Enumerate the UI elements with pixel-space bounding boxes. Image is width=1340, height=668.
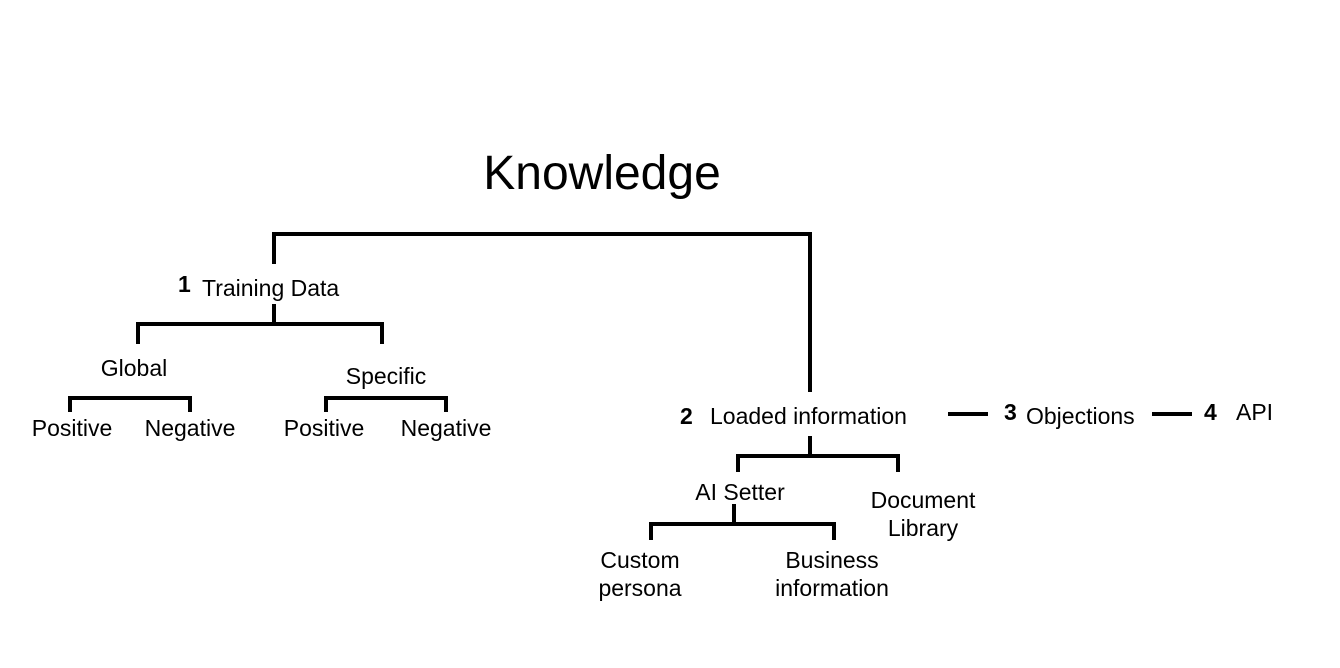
loaded-information-node: Loaded information bbox=[710, 403, 907, 429]
api-number: 4 bbox=[1204, 399, 1217, 425]
document-library-node: Document Library bbox=[870, 487, 976, 541]
business-information-node: Business information bbox=[775, 547, 889, 601]
ai-setter-node: AI Setter bbox=[695, 479, 785, 505]
objections-number: 3 bbox=[1004, 399, 1017, 425]
connector-loaded-branches bbox=[736, 454, 900, 472]
training-data-node: Training Data bbox=[202, 275, 340, 301]
connector-global bbox=[68, 396, 192, 412]
specific-negative-node: Negative bbox=[400, 415, 492, 441]
global-negative-node: Negative bbox=[144, 415, 236, 441]
connector-specific bbox=[324, 396, 448, 412]
connector-knowledge-root bbox=[272, 232, 812, 392]
connector-ai-setter-branches bbox=[649, 522, 836, 540]
global-positive-node: Positive bbox=[31, 415, 113, 441]
diagram-title: Knowledge bbox=[483, 147, 721, 200]
training-data-number: 1 bbox=[178, 271, 191, 297]
custom-persona-node: Custom persona bbox=[598, 547, 682, 601]
loaded-information-number: 2 bbox=[680, 403, 693, 429]
api-node: API bbox=[1236, 399, 1274, 425]
specific-node: Specific bbox=[345, 363, 427, 389]
specific-positive-node: Positive bbox=[283, 415, 365, 441]
connector-training-branches bbox=[136, 322, 384, 344]
objections-node: Objections bbox=[1026, 403, 1135, 429]
global-node: Global bbox=[100, 355, 168, 381]
